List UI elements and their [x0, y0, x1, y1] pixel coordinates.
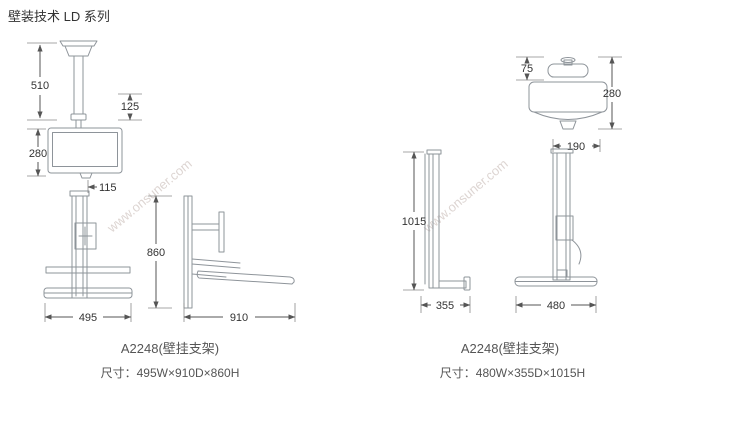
- figure-left: www.onsuner.com 510: [27, 40, 296, 324]
- figure-left-caption: A2248(壁挂支架): [120, 341, 220, 356]
- monitor-front-drawing: [47, 127, 123, 179]
- page-title: 壁装技术 LD 系列: [8, 9, 110, 24]
- dim-190-label: 190: [567, 141, 585, 153]
- dim-1015-label: 1015: [402, 216, 426, 228]
- dim-190: 190: [552, 139, 601, 153]
- dim-480-label: 480: [547, 300, 565, 312]
- dim-910-label: 910: [230, 312, 248, 324]
- dim-355: 355: [420, 296, 471, 313]
- dim-75: 75: [516, 56, 544, 81]
- dim-75-label: 75: [521, 63, 533, 75]
- dim-910: 910: [183, 303, 296, 324]
- figure-right-size: 尺寸：480W×355D×1015H: [439, 366, 586, 380]
- dim-860-label: 860: [147, 247, 165, 259]
- figure-right: www.onsuner.com 75: [402, 56, 622, 313]
- dim-480: 480: [515, 296, 597, 313]
- monitor-top-drawing: [528, 81, 608, 130]
- ceiling-mount-drawing: [59, 40, 98, 129]
- dim-495-label: 495: [79, 312, 97, 324]
- dim-510-label: 510: [31, 80, 49, 92]
- dim-280-right-label: 280: [603, 88, 621, 100]
- dim-280-left-label: 280: [29, 148, 47, 160]
- dim-125: 125: [118, 93, 142, 121]
- ceiling-mount-top-drawing: [547, 57, 589, 78]
- dim-355-label: 355: [436, 300, 454, 312]
- dim-280-right: 280: [598, 56, 622, 130]
- figure-right-caption: A2248(壁挂支架): [460, 341, 560, 356]
- dim-510: 510: [27, 42, 57, 121]
- dim-280-left: 280: [27, 128, 47, 177]
- dim-495: 495: [44, 303, 132, 324]
- dim-860: 860: [147, 195, 172, 309]
- dim-125-label: 125: [121, 101, 139, 113]
- side-view-drawing: [183, 195, 295, 309]
- dim-115-label: 115: [99, 182, 117, 194]
- side-view-tall-drawing: [424, 149, 471, 291]
- dim-115: 115: [87, 180, 117, 194]
- column-front-right-drawing: [514, 148, 598, 287]
- figure-left-size: 尺寸：495W×910D×860H: [100, 366, 240, 380]
- dim-1015: 1015: [402, 151, 426, 291]
- column-front-drawing: [43, 190, 133, 299]
